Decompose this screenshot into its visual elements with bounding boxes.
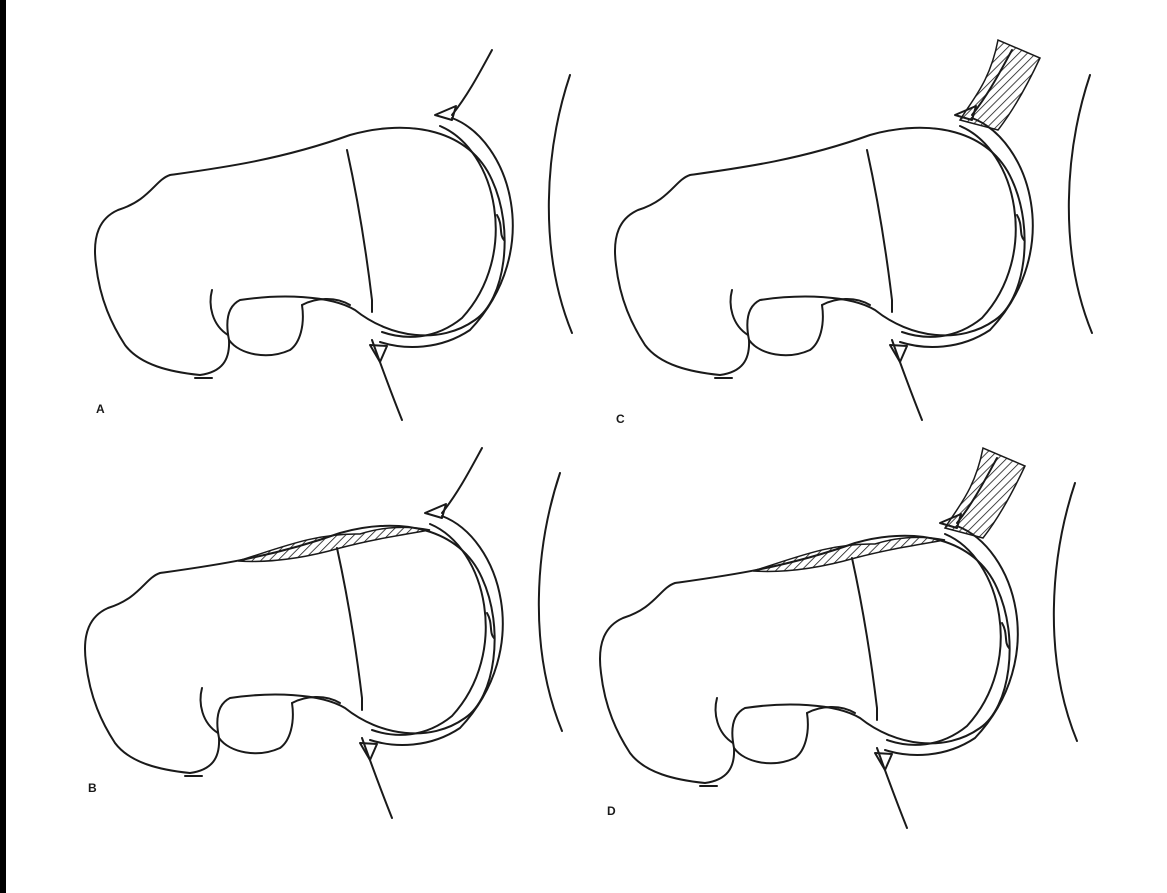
panel-label-b: B (88, 781, 97, 795)
panel-label-d: D (607, 804, 616, 818)
femoral-head-diagram (6, 0, 1167, 893)
panel-label-c: C (616, 412, 625, 426)
panel-d-drawing (600, 448, 1077, 828)
panel-c-drawing (615, 40, 1092, 420)
figure-sheet: A B C D (6, 0, 1167, 893)
panel-b-drawing (85, 448, 562, 818)
panel-label-a: A (96, 402, 105, 416)
panel-a-drawing (95, 50, 572, 420)
